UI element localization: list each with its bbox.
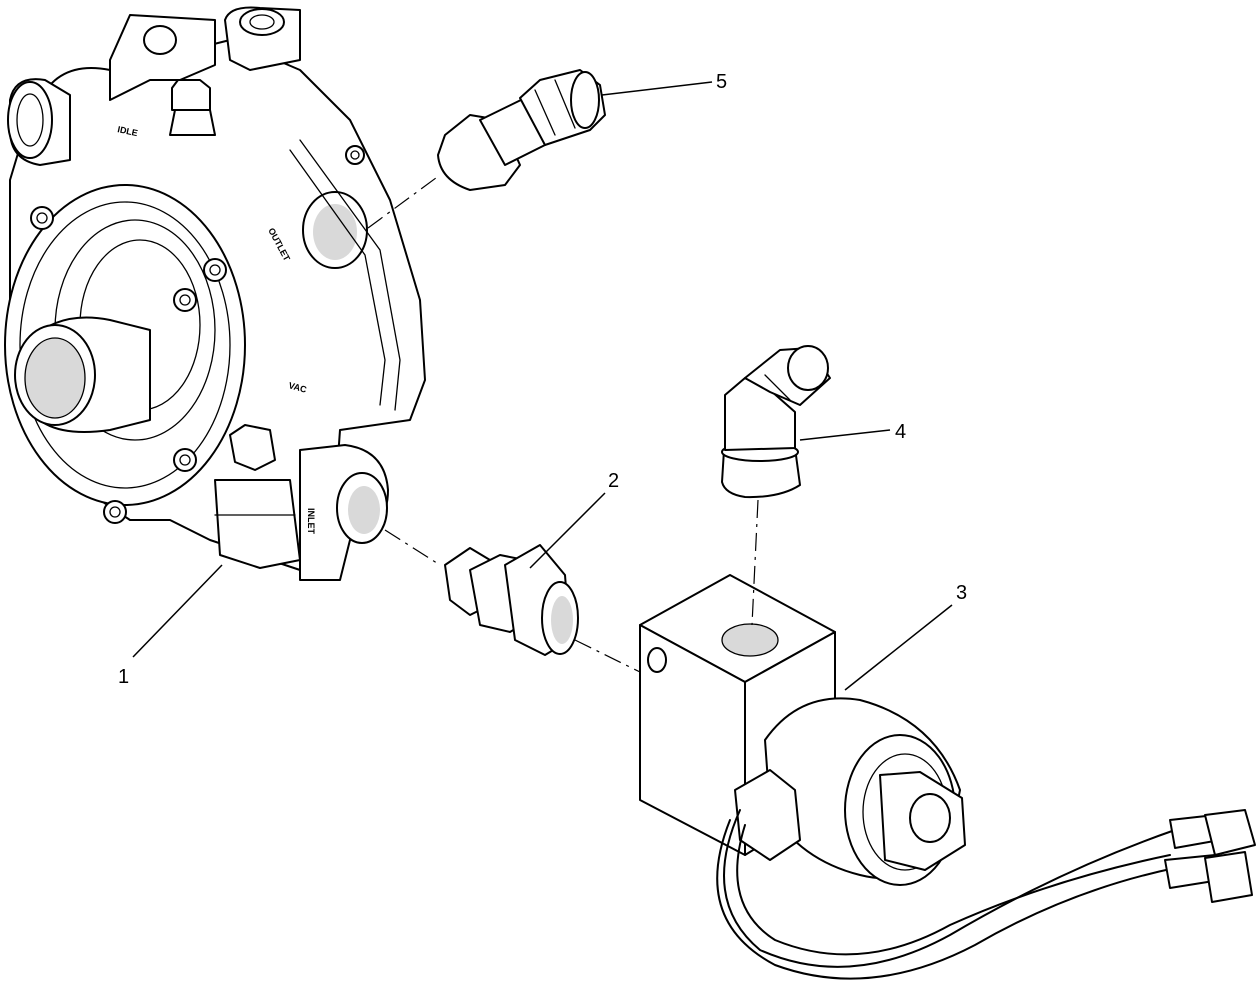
vac-marking: VAC <box>287 380 308 395</box>
callout-3-label: 3 <box>956 582 967 604</box>
inlet-marking: INLET <box>306 508 316 535</box>
assembly-centerlines <box>367 174 759 673</box>
part-4-elbow-fitting <box>721 345 831 499</box>
callout-5-label: 5 <box>716 71 727 93</box>
part-1-regulator: IDLE OUTLET VAC INLET <box>4 6 426 581</box>
callout-1: 1 <box>118 564 223 688</box>
part-2-nipple-fitting <box>444 544 579 656</box>
callout-2: 2 <box>529 470 619 569</box>
cover-screw-icon <box>30 145 365 524</box>
callout-3: 3 <box>844 582 967 691</box>
callout-4: 4 <box>799 421 906 443</box>
idle-marking: IDLE <box>117 124 139 138</box>
part-5-hose-barb <box>437 69 606 191</box>
callout-5: 5 <box>601 71 727 96</box>
callout-1-label: 1 <box>118 666 129 688</box>
callout-4-label: 4 <box>895 421 906 443</box>
part-3-solenoid-valve <box>639 574 1256 980</box>
callout-2-label: 2 <box>608 470 619 492</box>
